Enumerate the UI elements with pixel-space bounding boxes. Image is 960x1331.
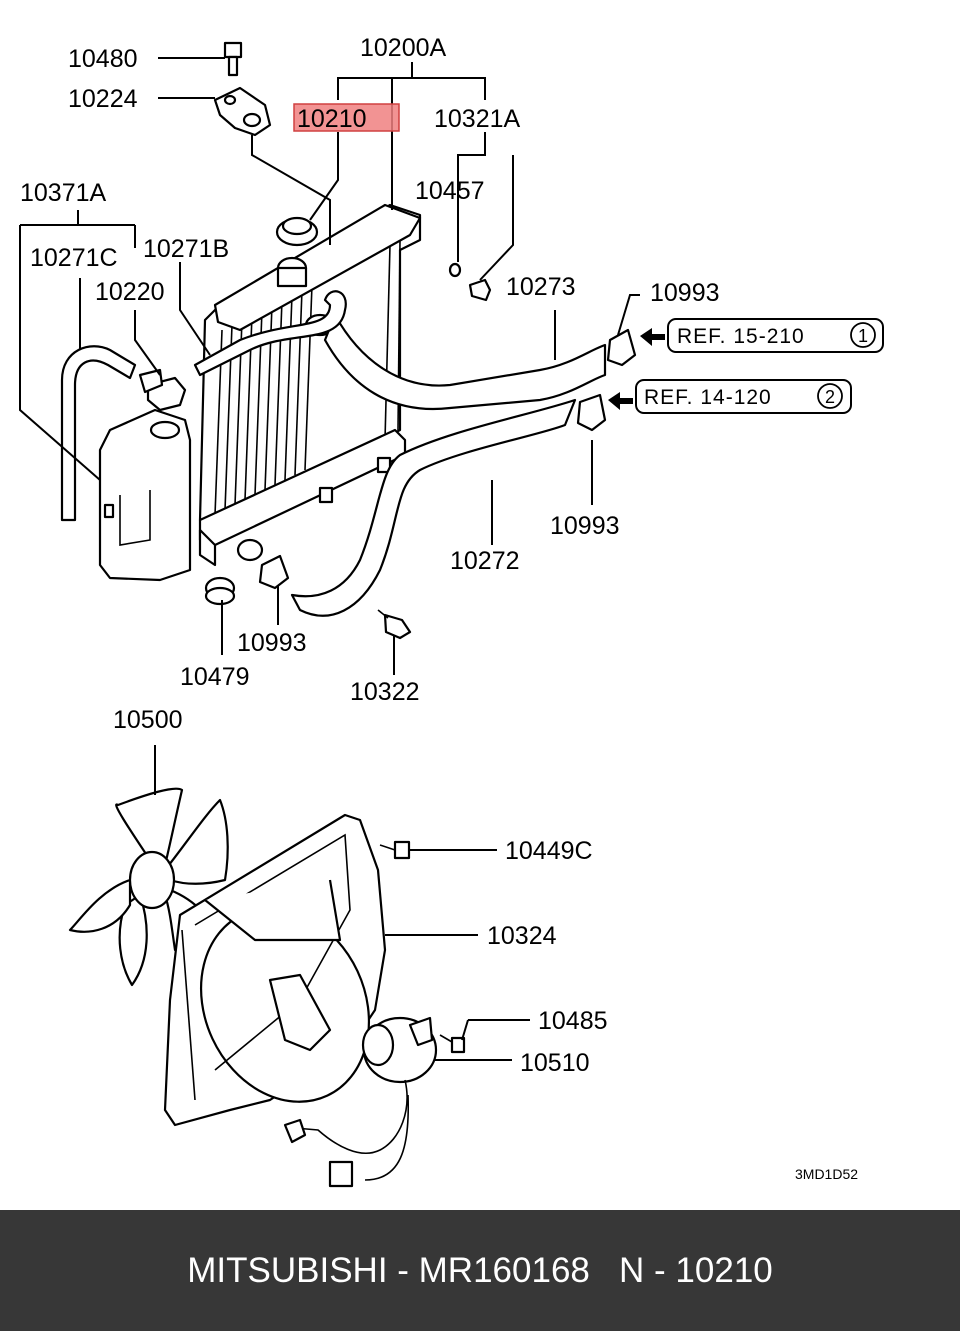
label-10272: 10272 [450, 547, 520, 575]
highlight-box [293, 103, 400, 132]
part-labels: 10480 10224 10200A 10210 10321A 10457 10… [20, 34, 720, 1077]
fan-motor [283, 1016, 438, 1188]
upper-hose [323, 313, 607, 411]
ref-box-2[interactable]: REF. 14-120 2 [635, 379, 852, 414]
ref-box-2-number: 2 [825, 387, 835, 407]
label-10993-upper: 10993 [650, 279, 720, 307]
label-10273: 10273 [506, 273, 576, 301]
motor-screw [439, 1034, 466, 1054]
label-10479: 10479 [180, 663, 250, 691]
label-10449C: 10449C [505, 837, 593, 865]
radiator-cap [275, 216, 319, 247]
caption-text: MITSUBISHI - MR160168 N - 10210 [187, 1250, 773, 1290]
hose-clamps [258, 328, 637, 590]
label-10480: 10480 [68, 45, 138, 73]
ref-box-1-text: REF. 15-210 [677, 325, 805, 348]
label-10321A: 10321A [434, 105, 521, 133]
temperature-sensor [377, 609, 412, 640]
reservoir-tank [98, 376, 192, 582]
drain-cock [448, 262, 492, 302]
label-10993-lower-right: 10993 [550, 512, 620, 540]
reservoir-hose [60, 345, 137, 522]
leader-lines [19, 57, 640, 1061]
drawing-code: 3MD1D52 [795, 1166, 858, 1182]
label-10200A: 10200A [360, 34, 447, 62]
label-10510: 10510 [520, 1049, 590, 1077]
caption-bar: MITSUBISHI - MR160168 N - 10210 [0, 1210, 960, 1331]
label-10220: 10220 [95, 278, 165, 306]
ref-box-1[interactable]: REF. 15-210 1 [667, 318, 884, 353]
label-10224: 10224 [68, 85, 138, 113]
mounting-bracket [213, 86, 272, 137]
label-10500: 10500 [113, 706, 183, 734]
overflow-hose [193, 290, 347, 377]
ref-arrows [608, 328, 665, 410]
label-10457: 10457 [415, 177, 485, 205]
grommet [204, 576, 236, 606]
label-10371A: 10371A [20, 179, 107, 207]
label-10485: 10485 [538, 1007, 608, 1035]
bracket-bolt [223, 41, 243, 77]
label-10210: 10210 [297, 105, 367, 133]
ref-box-1-number: 1 [858, 326, 868, 346]
label-10271B: 10271B [143, 235, 229, 263]
fan-shroud [163, 813, 387, 1127]
fan-bolt [379, 840, 411, 860]
ref-box-2-text: REF. 14-120 [644, 386, 772, 409]
label-10271C: 10271C [30, 244, 118, 272]
label-10324: 10324 [487, 922, 557, 950]
radiator-parts-diagram: 10480 10224 10200A 10210 10321A 10457 10… [19, 34, 884, 1188]
lower-hose [290, 398, 577, 617]
reservoir-cap [138, 368, 164, 394]
label-10993-lower-left: 10993 [237, 629, 307, 657]
label-10322: 10322 [350, 678, 420, 706]
